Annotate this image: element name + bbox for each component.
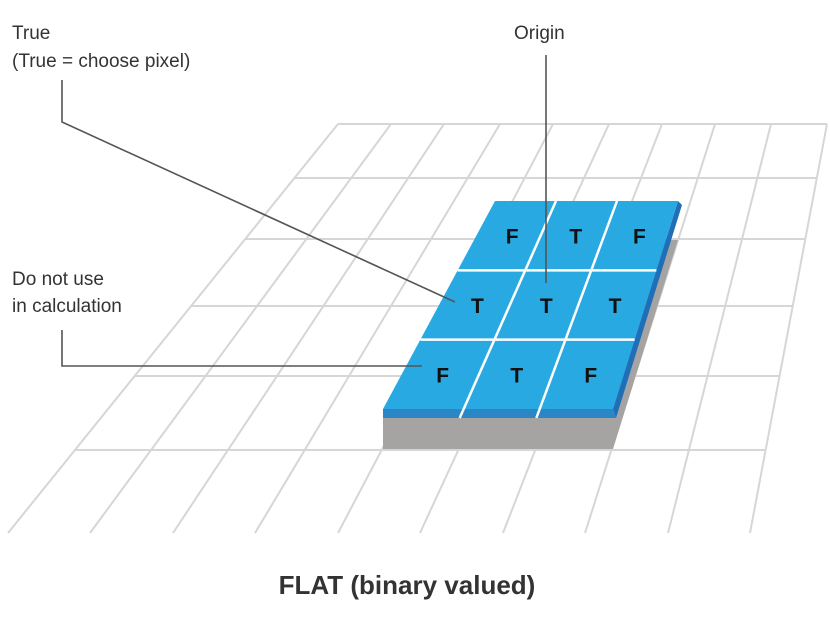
do-not-use-leader-line	[61, 330, 422, 367]
cell-value: T	[471, 295, 484, 318]
grid-line-v	[254, 123, 501, 534]
grid-line-v	[7, 123, 339, 534]
cell-value: T	[609, 295, 622, 318]
tile-col-divider	[458, 200, 558, 419]
tile-top-face	[383, 201, 678, 409]
true-leader-line	[61, 80, 456, 303]
do-not-use-label: Do not use	[12, 269, 104, 290]
kernel-tiles: F T F T T T F T F	[383, 200, 682, 419]
cell-value: T	[540, 295, 553, 318]
floor-grid	[7, 123, 828, 534]
tile-side-face	[613, 201, 682, 418]
cell-value: T	[510, 364, 523, 387]
true-label: True	[12, 23, 50, 44]
cell-value: F	[584, 364, 597, 387]
grid-line-v	[667, 123, 772, 534]
cell-value: F	[633, 226, 646, 249]
tile-front-face	[383, 409, 616, 418]
grid-line-v	[749, 123, 828, 534]
tile-col-divider	[535, 200, 619, 419]
grid-line-v	[172, 123, 445, 534]
cell-value: T	[569, 226, 582, 249]
cell-value: F	[506, 226, 519, 249]
origin-label: Origin	[514, 23, 565, 44]
true-sublabel: (True = choose pixel)	[12, 51, 190, 72]
diagram-title: FLAT (binary valued)	[279, 570, 536, 600]
in-calculation-label: in calculation	[12, 296, 122, 317]
grid-line-v	[89, 123, 392, 534]
cell-value: F	[436, 364, 449, 387]
